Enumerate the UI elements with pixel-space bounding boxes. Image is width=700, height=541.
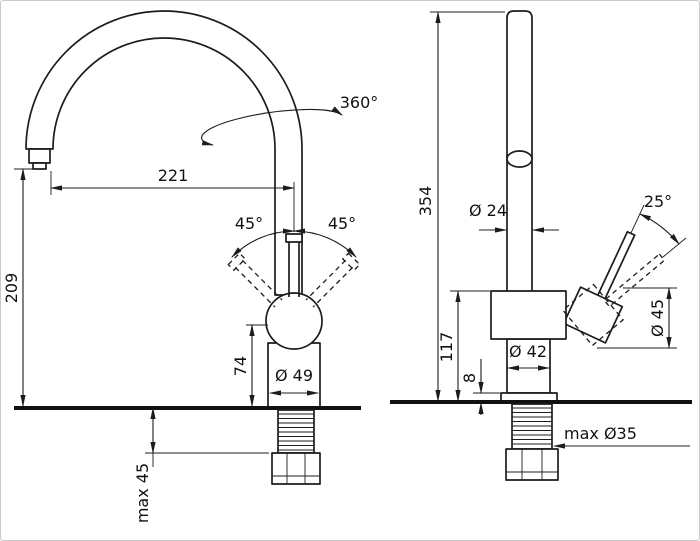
dia-42-label: Ø 42 bbox=[509, 342, 547, 361]
side-view: 25° Ø 45 Ø 24 354 117 8 Ø 42 bbox=[390, 10, 692, 481]
rotation-label: 360° bbox=[340, 93, 379, 112]
handle-ball-joint bbox=[265, 292, 323, 350]
dim-354-label: 354 bbox=[416, 186, 435, 217]
handle-lever-right-45 bbox=[305, 252, 361, 308]
faucet-body-front bbox=[267, 342, 321, 408]
spout-tube bbox=[25, 10, 303, 296]
swing-left-label: 45° bbox=[235, 214, 263, 233]
rotation-arc bbox=[201, 106, 343, 146]
mounting-nut-side bbox=[505, 448, 559, 481]
dia-24-label: Ø 24 bbox=[469, 201, 507, 220]
dim-221-label: 221 bbox=[158, 166, 189, 185]
max-dia35-label: max Ø35 bbox=[564, 424, 637, 443]
dim-max45-label: max 45 bbox=[133, 463, 152, 523]
angle-25-ext-b bbox=[662, 237, 687, 258]
shank-side bbox=[505, 403, 559, 481]
angle-25-ext-a bbox=[630, 204, 645, 234]
dia-45-label: Ø 45 bbox=[648, 299, 667, 337]
faucet-body-side bbox=[490, 290, 567, 340]
shank-front bbox=[271, 409, 321, 485]
swing-right-label: 45° bbox=[328, 214, 356, 233]
dim-117-label: 117 bbox=[437, 332, 456, 363]
dia-49-label: Ø 49 bbox=[275, 366, 313, 385]
handle-side-solid bbox=[562, 230, 636, 344]
front-view: 45° 45° 360° 221 209 74 Ø 49 bbox=[2, 10, 379, 523]
dim-74-label: 74 bbox=[231, 356, 250, 376]
spout-nozzle bbox=[28, 148, 51, 164]
swing-arc-left bbox=[231, 228, 295, 258]
pipe-joint-seam bbox=[506, 150, 533, 168]
angle-25-arc bbox=[639, 213, 680, 245]
dim-209-label: 209 bbox=[2, 273, 21, 304]
angle-25-label: 25° bbox=[644, 192, 672, 211]
swing-arc-right bbox=[293, 228, 357, 258]
spout-aerator bbox=[32, 162, 47, 170]
handle-side-dashed bbox=[561, 253, 666, 347]
dim-8-label: 8 bbox=[460, 373, 479, 383]
mounting-nut-front bbox=[271, 452, 321, 485]
